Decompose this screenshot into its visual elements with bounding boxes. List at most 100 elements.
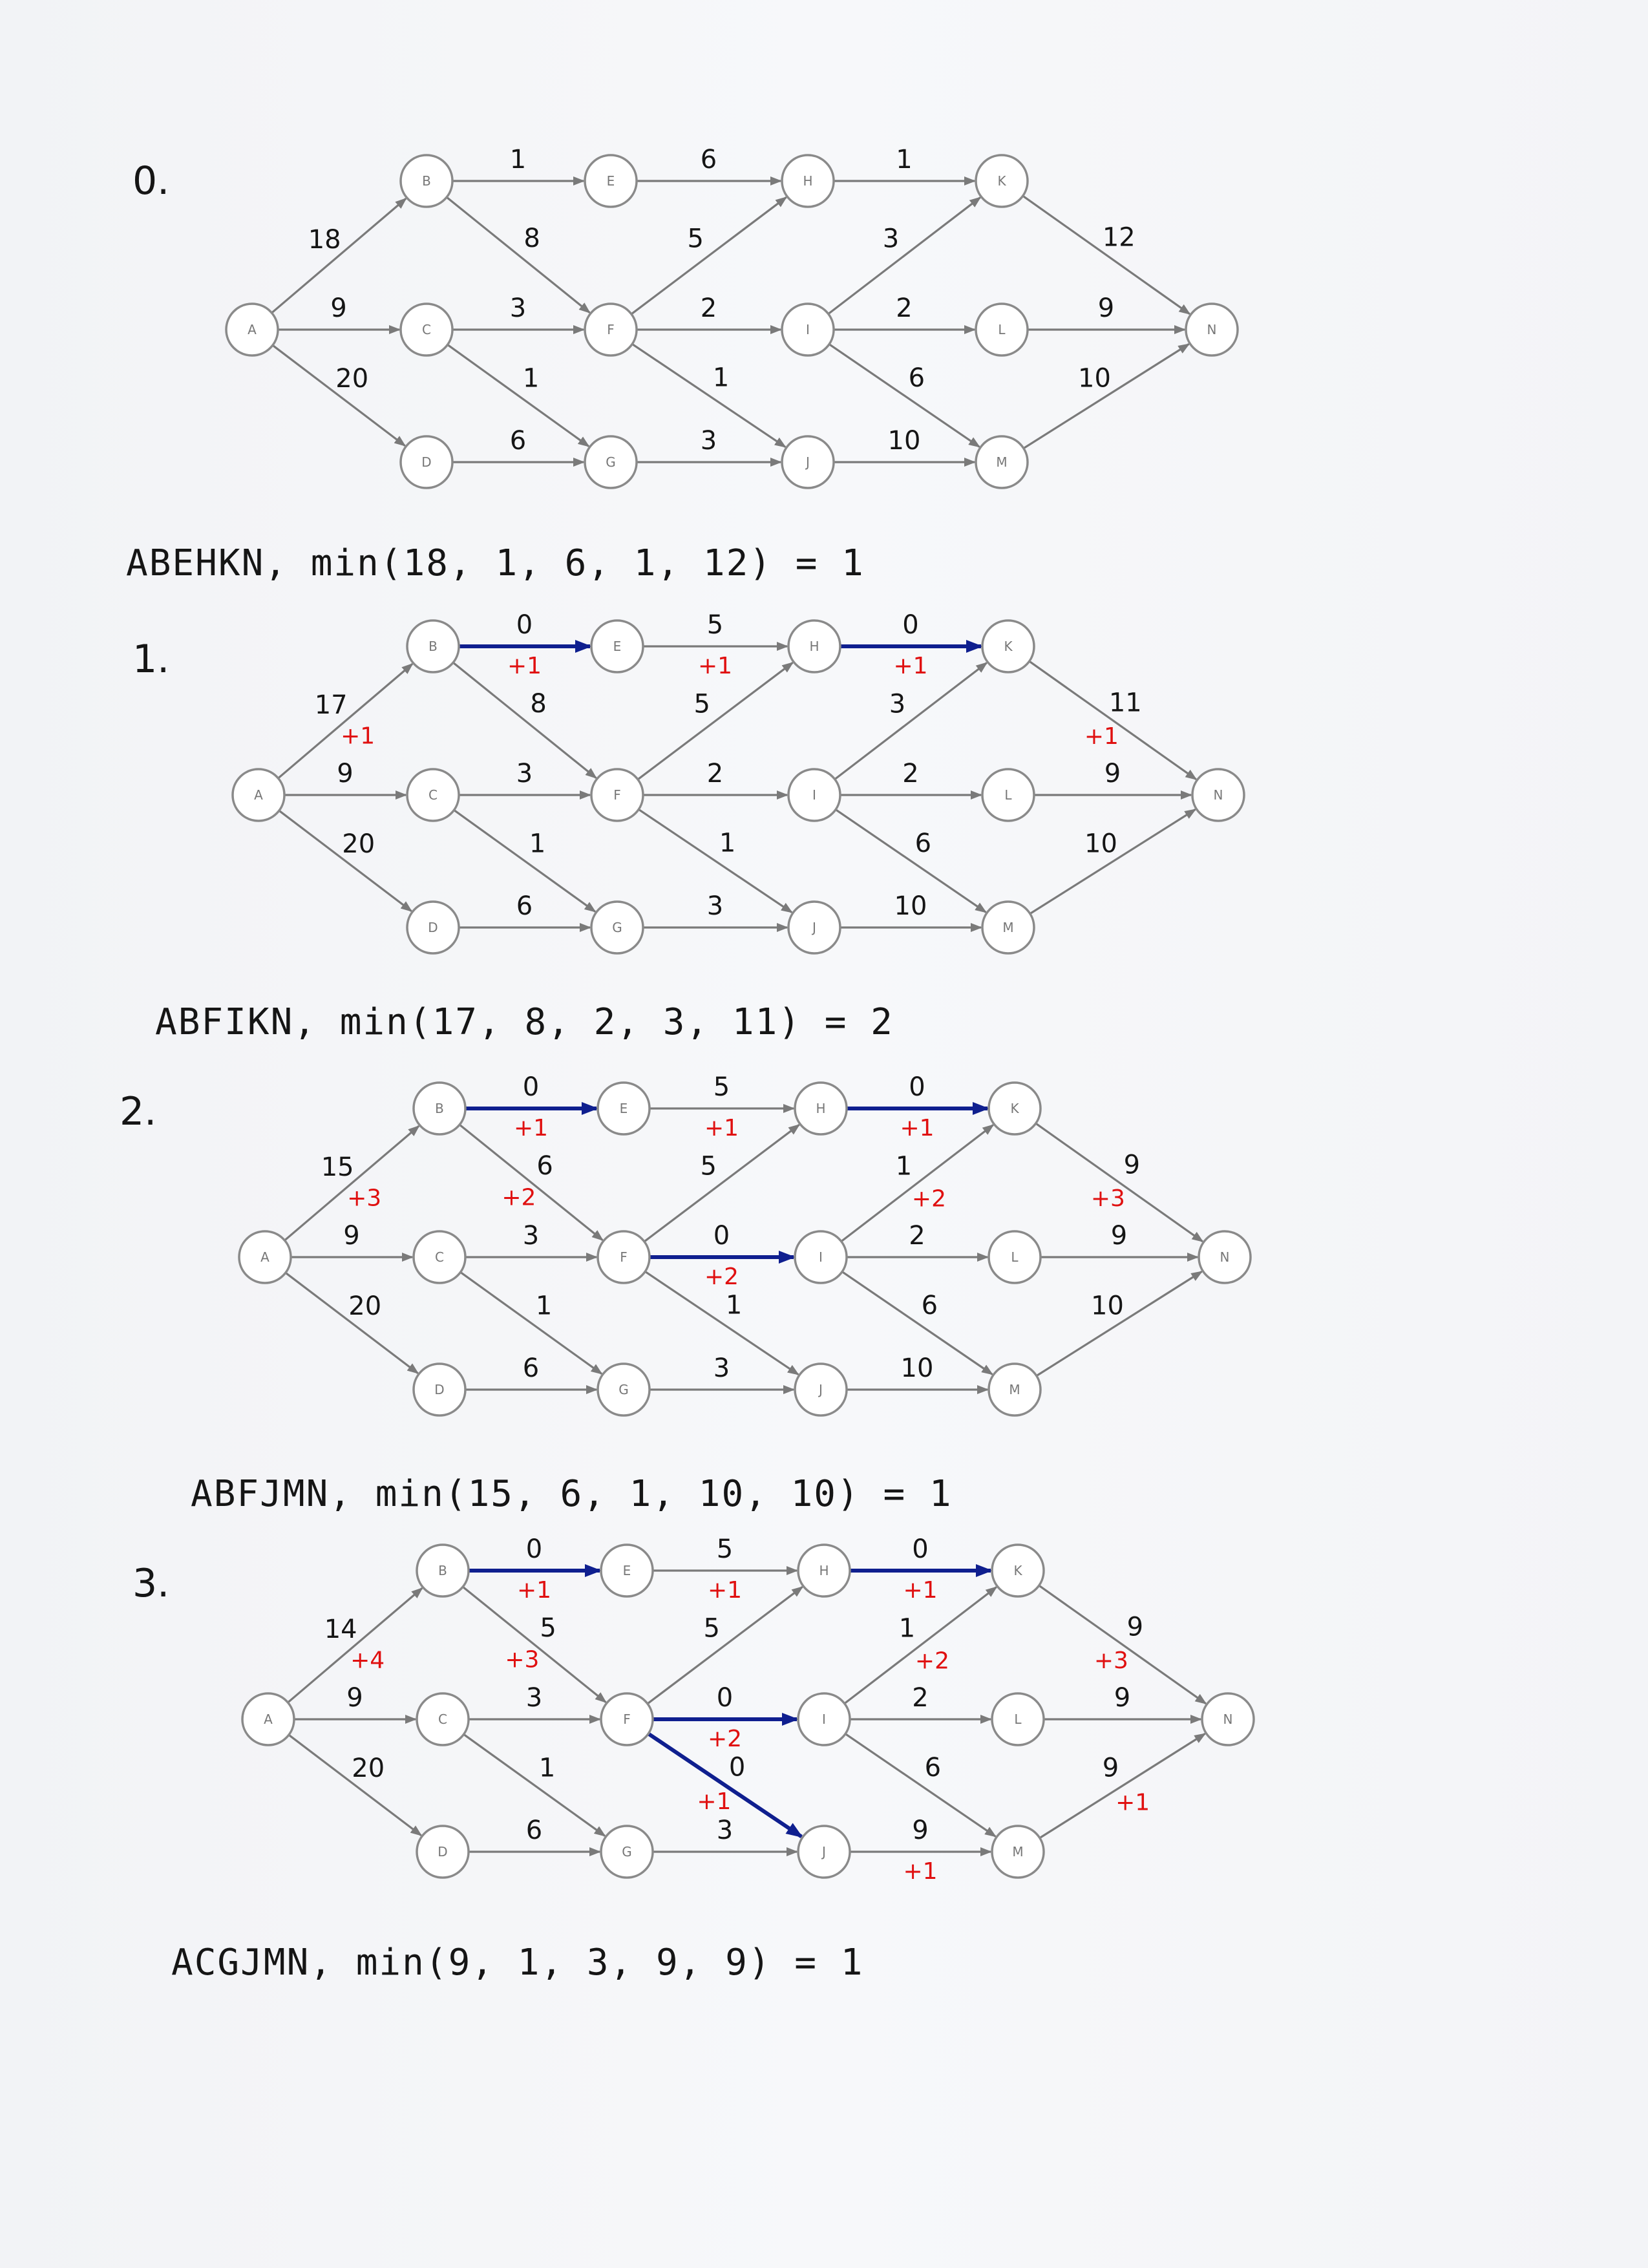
node-i: [794, 1230, 848, 1284]
edge-capacity-label: 9: [1103, 1753, 1119, 1783]
node-label: K: [1004, 639, 1013, 654]
edge-i-m: [845, 1733, 997, 1838]
edge-capacity-label: 0: [909, 1072, 925, 1102]
edge-flow-delta-label: +1: [893, 653, 927, 679]
edge-capacity-label: 0: [912, 1534, 928, 1564]
node-n: [1185, 302, 1239, 357]
node-label: L: [1004, 787, 1012, 803]
node-label: E: [623, 1563, 631, 1578]
node-d: [399, 435, 454, 489]
node-a: [225, 302, 279, 357]
edge-flow-delta-label: +1: [697, 1788, 731, 1815]
edge-m-n: [1039, 1733, 1207, 1839]
edge-capacity-label: 3: [510, 293, 526, 323]
node-l: [988, 1230, 1042, 1284]
edge-flow-delta-label: +2: [912, 1185, 946, 1212]
edge-capacity-label: 3: [523, 1221, 539, 1251]
edge-k-n: [1038, 1584, 1207, 1705]
node-m: [975, 435, 1029, 489]
node-m: [981, 900, 1035, 955]
edge-capacity-label: 6: [925, 1753, 941, 1783]
edge-capacity-label: 2: [902, 759, 918, 789]
edge-flow-delta-label: +2: [915, 1648, 949, 1674]
edge-flow-delta-label: +1: [698, 653, 732, 679]
node-label: G: [618, 1382, 629, 1397]
edge-capacity-label: 20: [335, 364, 368, 394]
step-number: 2.: [120, 1089, 156, 1134]
node-k: [981, 619, 1035, 673]
augmenting-path-caption: ABFIKN, min(17, 8, 2, 3, 11) = 2: [155, 1001, 894, 1043]
step-0: 0.18920183166521313261012910ABCDEFGHIJKL…: [126, 145, 1239, 584]
edge-capacity-label: 0: [516, 610, 533, 640]
edge-capacity-label: 6: [510, 426, 526, 456]
node-i: [797, 1692, 851, 1746]
edge-capacity-label: 1: [896, 1152, 912, 1182]
edge-flow-delta-label: +1: [514, 1115, 548, 1141]
node-f: [584, 302, 638, 357]
node-label: E: [620, 1101, 628, 1116]
edge-capacity-label: 3: [701, 426, 717, 456]
node-label: J: [811, 920, 816, 935]
edge-capacity-label: 0: [717, 1683, 733, 1713]
edge-flow-delta-label: +2: [704, 1264, 739, 1290]
step-3: 3.14+49200+15+33165+150+20+130+11+2269+1…: [132, 1534, 1255, 1984]
node-label: M: [996, 454, 1007, 470]
node-e: [600, 1543, 654, 1598]
node-label: M: [1002, 920, 1013, 935]
edge-capacity-label: 6: [909, 363, 925, 393]
edge-capacity-label: 9: [1114, 1683, 1130, 1713]
edge-capacity-label: 3: [717, 1816, 733, 1845]
node-c: [399, 302, 454, 357]
node-k: [975, 154, 1029, 208]
node-label: N: [1220, 1249, 1230, 1265]
node-label: K: [997, 173, 1006, 189]
edge-f-j-augmenting: [647, 1732, 803, 1839]
node-j: [794, 1362, 848, 1417]
node-d: [406, 900, 460, 955]
node-a: [231, 768, 286, 822]
node-label: C: [422, 322, 431, 337]
node-d: [416, 1825, 470, 1879]
node-l: [975, 302, 1029, 357]
edge-f-h: [646, 1586, 804, 1705]
edge-flow-delta-label: +3: [347, 1185, 381, 1211]
edge-capacity-label: 1: [896, 145, 912, 175]
node-h: [794, 1081, 848, 1136]
edge-i-k: [834, 662, 988, 780]
node-f: [600, 1692, 654, 1746]
edge-capacity-label: 5: [701, 1151, 717, 1181]
node-e: [584, 154, 638, 208]
edge-f-h: [630, 196, 788, 315]
node-b: [412, 1081, 467, 1136]
edge-capacity-label: 9: [1104, 759, 1121, 789]
edge-b-f: [462, 1585, 607, 1703]
node-label: E: [607, 173, 615, 189]
edge-i-k: [843, 1586, 998, 1704]
node-c: [416, 1692, 470, 1746]
node-label: G: [622, 1844, 632, 1860]
edge-capacity-label: 10: [901, 1353, 934, 1383]
edge-capacity-label: 6: [922, 1291, 938, 1320]
edge-capacity-label: 9: [337, 759, 353, 789]
edge-flow-delta-label: +1: [708, 1577, 742, 1604]
edge-capacity-label: 9: [1127, 1613, 1143, 1642]
edge-flow-delta-label: +1: [903, 1858, 937, 1885]
edge-capacity-label: 5: [717, 1534, 733, 1564]
edge-capacity-label: 6: [516, 891, 533, 921]
edge-capacity-label: 1: [510, 145, 526, 175]
edge-capacity-label: 10: [1078, 363, 1111, 393]
edge-capacity-label: 2: [707, 759, 723, 789]
edge-capacity-label: 2: [912, 1683, 928, 1713]
edge-capacity-label: 1: [899, 1614, 915, 1644]
edge-capacity-label: 0: [902, 610, 918, 640]
edge-capacity-label: 9: [912, 1816, 928, 1845]
node-label: H: [819, 1563, 829, 1578]
edge-b-f: [459, 1123, 604, 1241]
edge-capacity-label: 5: [688, 224, 704, 253]
edge-capacity-label: 1: [726, 1291, 742, 1320]
edge-flow-delta-label: +1: [900, 1115, 934, 1141]
node-label: F: [623, 1712, 631, 1727]
edge-a-d: [288, 1733, 423, 1836]
edge-capacity-label: 12: [1103, 223, 1136, 253]
